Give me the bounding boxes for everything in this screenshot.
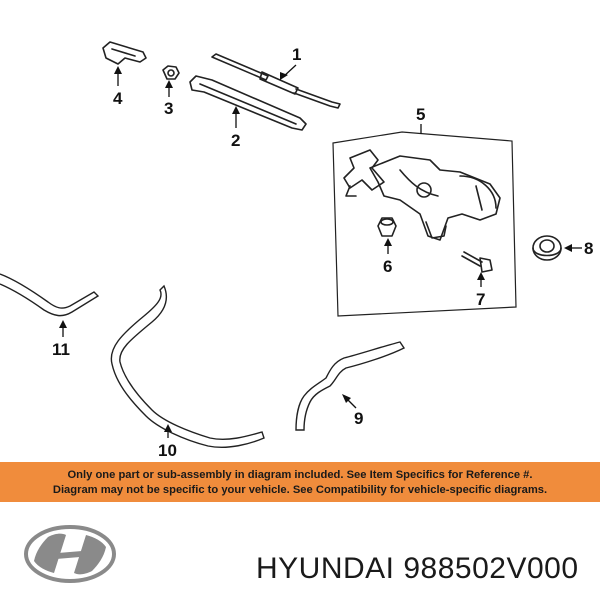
callout-3: 3: [164, 99, 173, 118]
part-1-wiper-blade[interactable]: [211, 53, 341, 109]
leader-3-arrow: [165, 80, 173, 88]
callout-4: 4: [113, 89, 123, 108]
callout-7: 7: [476, 290, 485, 309]
disclaimer-line-1: Only one part or sub-assembly in diagram…: [67, 469, 533, 481]
callout-8: 8: [584, 239, 593, 258]
disclaimer-banner: Only one part or sub-assembly in diagram…: [0, 462, 600, 502]
callout-6: 6: [383, 257, 392, 276]
leader-7-arrow: [477, 272, 485, 280]
leader-8-arrow: [564, 244, 572, 252]
product-label: HYUNDAI 988502V000: [256, 552, 579, 586]
callout-1: 1: [292, 45, 301, 64]
callout-10: 10: [158, 441, 177, 460]
part-2-wiper-arm[interactable]: [189, 75, 307, 131]
disclaimer-line-2: Diagram may not be specific to your vehi…: [52, 484, 548, 496]
parts-diagram: 1 2 3 4 5 6 7 8 9 10 11: [0, 41, 593, 460]
part-number: 988502V000: [403, 552, 579, 585]
part-5-wiper-motor[interactable]: [343, 149, 501, 241]
callout-2: 2: [231, 131, 240, 150]
callout-5: 5: [416, 105, 425, 124]
leader-6-arrow: [384, 238, 392, 246]
leader-2-arrow: [232, 106, 240, 114]
part-9-hose[interactable]: [295, 341, 406, 431]
part-11-hose[interactable]: [0, 273, 100, 317]
callout-11: 11: [52, 340, 70, 359]
leader-10-arrow: [164, 424, 172, 432]
leader-1-arrow: [280, 72, 288, 80]
leader-9-arrow: [342, 394, 351, 403]
hyundai-logo-icon: [24, 525, 116, 583]
leader-4-arrow: [114, 66, 122, 74]
part-8-grommet[interactable]: [532, 235, 562, 261]
part-7-bolt[interactable]: [461, 251, 493, 273]
part-10-hose[interactable]: [110, 284, 265, 448]
part-5-box: [332, 131, 517, 317]
part-3-nut[interactable]: [162, 65, 180, 80]
leader-11-arrow: [59, 320, 67, 328]
callout-9: 9: [354, 409, 363, 428]
part-6-grommet[interactable]: [377, 217, 397, 237]
part-4-cap[interactable]: [102, 41, 147, 65]
brand-name: HYUNDAI: [256, 552, 395, 585]
